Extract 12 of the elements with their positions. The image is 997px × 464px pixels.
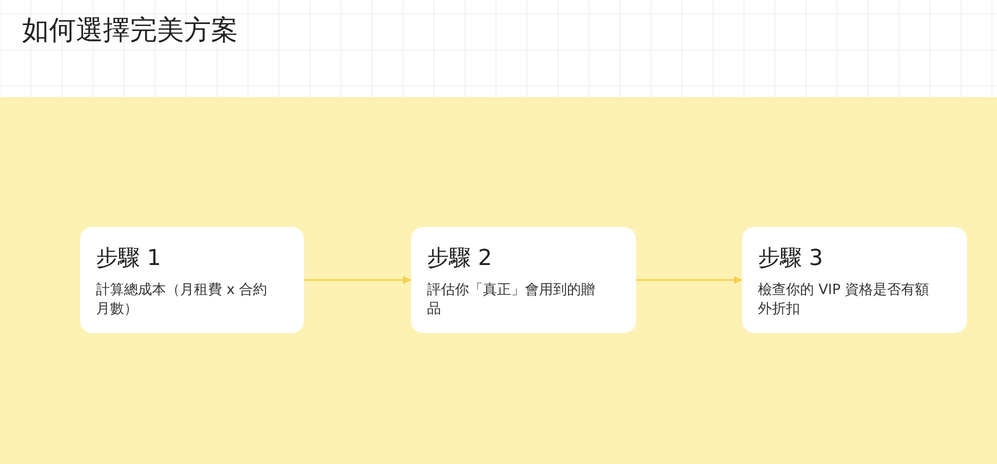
step-heading: 步驟 2 xyxy=(427,245,492,273)
step-heading: 步驟 1 xyxy=(96,245,161,273)
arrow xyxy=(636,276,742,284)
step-description: 評估你「真正」會用到的贈品 xyxy=(427,281,596,319)
step-description: 檢查你的 VIP 資格是否有額外折扣 xyxy=(758,281,930,319)
arrow xyxy=(304,276,411,284)
step-description: 計算總成本（月租費 x 合約月數） xyxy=(96,281,268,319)
step-card xyxy=(411,227,636,333)
step-card xyxy=(80,227,304,333)
step-card xyxy=(742,227,967,333)
step-heading: 步驟 3 xyxy=(758,245,823,273)
title: 如何選擇完美方案 xyxy=(22,14,238,48)
